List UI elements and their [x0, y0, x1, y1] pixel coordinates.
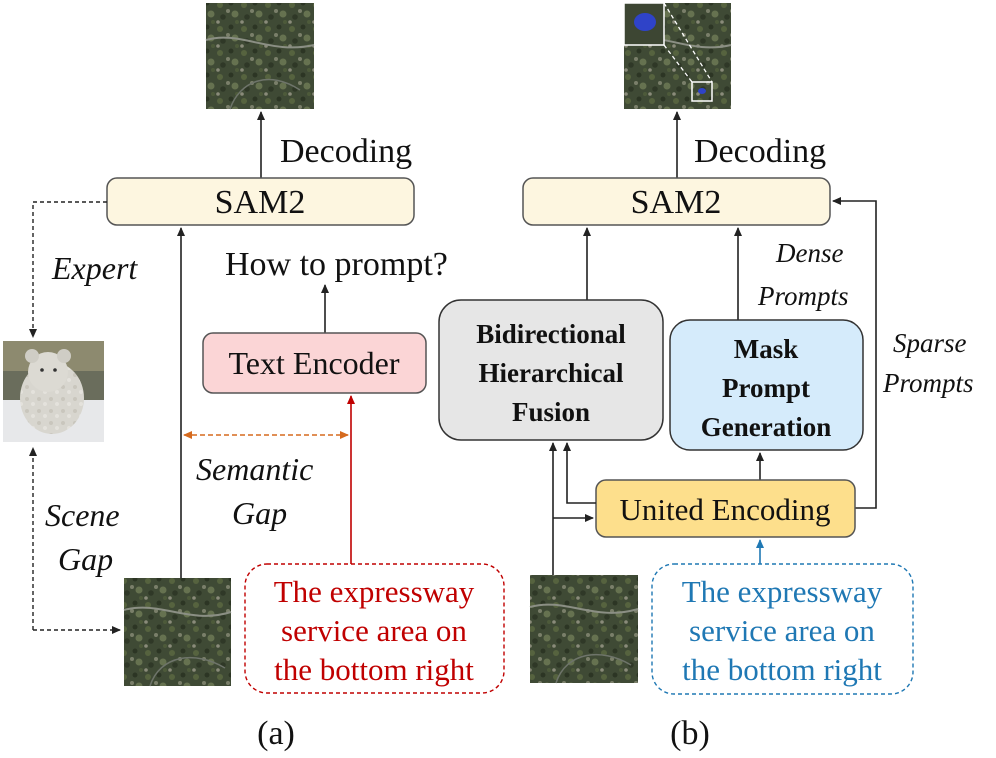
text-encoder-label: Text Encoder [228, 345, 399, 381]
caption-b: (b) [670, 715, 710, 752]
prompt-text-b-1: The expressway [682, 574, 883, 609]
scene-gap-label-1: Scene [45, 497, 120, 533]
prompt-text-a-1: The expressway [274, 574, 475, 609]
united-encoding-box [595, 479, 856, 538]
sparse-prompts-label-1: Sparse [893, 328, 967, 358]
united-encoding-label: United Encoding [620, 492, 831, 527]
output-image-b [623, 2, 732, 109]
sam2-label-a: SAM2 [215, 184, 306, 221]
scene-gap-label-2: Gap [58, 541, 113, 577]
how-to-prompt-label: How to prompt? [225, 246, 448, 283]
bhf-box [438, 299, 664, 441]
united-to-bhf-arrow [563, 442, 596, 504]
sam2-box-b [522, 177, 831, 226]
expert-arrow [29, 201, 107, 338]
text-encoder-box [202, 332, 427, 394]
bhf-label-1: Bidirectional [476, 319, 626, 349]
dense-prompts-label-2: Prompts [757, 281, 849, 311]
bhf-label-2: Hierarchical [479, 358, 624, 388]
sparse-prompts-label-2: Prompts [882, 368, 974, 398]
expert-label: Expert [51, 250, 138, 286]
prompt-text-a-2: service area on [281, 613, 467, 648]
prompt-text-b-3: the bottom right [682, 652, 882, 687]
semantic-gap-label-1: Semantic [196, 451, 313, 487]
sam2-label-b: SAM2 [631, 184, 722, 221]
caption-a: (a) [257, 715, 295, 752]
mpg-box [669, 319, 864, 451]
decoding-label-b: Decoding [694, 133, 826, 170]
mpg-label-2: Prompt [722, 373, 810, 403]
mpg-label-3: Generation [701, 412, 831, 442]
prompt-text-box-a [244, 563, 505, 694]
input-image-b [529, 575, 639, 684]
mpg-label-1: Mask [734, 334, 799, 364]
output-image-a [205, 3, 315, 110]
dense-prompts-label-1: Dense [775, 238, 843, 268]
prompt-text-a-3: the bottom right [274, 652, 474, 687]
input-image-a [123, 578, 232, 687]
sparse-prompts-arrow [832, 197, 877, 509]
prompt-text-b-2: service area on [689, 613, 875, 648]
prompt-text-box-b [651, 563, 914, 695]
semantic-gap-label-2: Gap [232, 495, 287, 531]
natural-image-teddy [3, 341, 104, 442]
bhf-label-3: Fusion [512, 397, 590, 427]
decoding-label-a: Decoding [280, 133, 412, 170]
